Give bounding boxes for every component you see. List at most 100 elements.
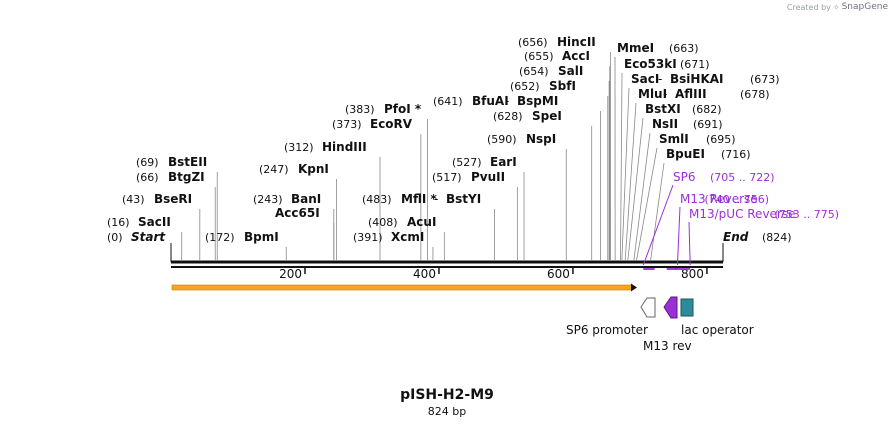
cut-site-enzyme[interactable]: SacI (631, 72, 659, 86)
sp6-promoter-feature[interactable] (640, 297, 656, 318)
start-label: Start (131, 230, 166, 244)
brand-prefix: Created by (786, 2, 831, 12)
cut-site-position: (671) (680, 58, 710, 71)
cut-site-position: (391) (353, 231, 383, 244)
cut-site-enzyme[interactable]: PfoI * (384, 102, 422, 116)
cut-site-position: (590) (487, 133, 517, 146)
lac-operator-label: lac operator (681, 323, 754, 337)
primer-range: (753 .. 775) (774, 208, 839, 221)
cut-site-position: (695) (706, 133, 736, 146)
start-position: (0) (107, 231, 123, 244)
cut-site-enzyme[interactable]: EarI (490, 155, 517, 169)
ruler-ticks: 200 400 600 800 (279, 266, 708, 281)
ruler-tick-label: 600 (547, 267, 570, 281)
cut-site-enzyme[interactable]: BseRI (154, 192, 192, 206)
cut-site-enzyme[interactable]: BstEII (168, 155, 207, 169)
cut-site-enzyme[interactable]: SalI (558, 64, 583, 78)
cut-site-line (621, 87, 630, 261)
cut-site-position: (641) (433, 95, 463, 108)
cut-site-position: (408) (368, 216, 398, 229)
cut-site-enzyme[interactable]: AccI (562, 49, 590, 63)
orf-arrow[interactable] (171, 283, 637, 292)
cut-site-position: (663) (669, 42, 699, 55)
cut-site-position: (654) (519, 65, 549, 78)
cut-site-enzyme[interactable]: BsiHKAI (670, 72, 724, 86)
cut-site-position: (691) (693, 118, 723, 131)
cut-site-position: (656) (518, 36, 548, 49)
cut-site-enzyme[interactable]: NsII (652, 117, 678, 131)
m13-rev-feature[interactable] (663, 296, 678, 319)
cut-site-position: (383) (345, 103, 375, 116)
cut-site-position: (652) (510, 80, 540, 93)
cut-site-enzyme[interactable]: Acc65I (275, 206, 320, 220)
cut-site-enzyme[interactable]: BfuAI (472, 94, 509, 108)
cut-site-position: (483) (362, 193, 392, 206)
cut-site-enzyme[interactable]: PvuII (471, 170, 505, 184)
cut-site-enzyme[interactable]: NspI (526, 132, 556, 146)
cut-site-position: (247) (259, 163, 289, 176)
primer-name[interactable]: M13/pUC Reverse (689, 207, 796, 221)
lac-operator-feature[interactable] (680, 298, 694, 317)
end-label: End (723, 230, 749, 244)
brand-name: SnapGene (841, 2, 888, 12)
cut-site-enzyme[interactable]: BspMI (517, 94, 558, 108)
cut-site-lines (181, 52, 665, 261)
cut-site-line (624, 102, 637, 261)
cut-site-enzyme[interactable]: SmlI (659, 132, 689, 146)
cut-site-enzyme[interactable]: HincII (557, 35, 596, 49)
cut-site-enzyme[interactable]: BpmI (244, 230, 279, 244)
cut-site-enzyme[interactable]: BpuEI (666, 147, 705, 161)
snapgene-brand: Created by ✧ SnapGene (787, 2, 888, 12)
primer-leader (642, 184, 674, 266)
cut-site-enzyme[interactable]: KpnI (298, 162, 329, 176)
primer-name[interactable]: M13 Reverse (680, 192, 758, 206)
cut-site-position: (628) (493, 110, 523, 123)
cut-site-enzyme[interactable]: SbfI (549, 79, 576, 93)
primer-leader (676, 206, 681, 266)
sp6-promoter-label: SP6 promoter (566, 323, 648, 337)
enzyme-separator: - (505, 94, 509, 108)
cut-site-labels: (16)SacII(43)BseRI(66)BtgZI(69)BstEII(17… (107, 35, 780, 244)
cut-site-position: (673) (750, 73, 780, 86)
cut-site-enzyme[interactable]: EcoRV (370, 117, 413, 131)
cut-site-enzyme[interactable]: BtgZI (168, 170, 205, 184)
cut-site-enzyme[interactable]: MmeI (617, 41, 654, 55)
cut-site-line (627, 117, 644, 261)
primer-name[interactable]: SP6 (673, 170, 696, 184)
cut-site-line (650, 162, 665, 261)
ruler-tick-label: 800 (681, 267, 704, 281)
cut-site-enzyme[interactable]: BstXI (645, 102, 681, 116)
cut-site-enzyme[interactable]: XcmI (391, 230, 424, 244)
cut-site-enzyme[interactable]: BstYI (446, 192, 481, 206)
cut-site-enzyme[interactable]: HindIII (322, 140, 367, 154)
cut-site-enzyme[interactable]: AflIII (675, 87, 707, 101)
cut-site-enzyme[interactable]: SacII (138, 215, 171, 229)
cut-site-position: (172) (205, 231, 235, 244)
cut-site-position: (517) (432, 171, 462, 184)
cut-site-enzyme[interactable]: SpeI (532, 109, 562, 123)
cut-site-position: (243) (253, 193, 283, 206)
snapgene-logo-icon: ✧ (832, 2, 840, 12)
cut-site-enzyme[interactable]: BanI (291, 192, 321, 206)
ruler-tick-label: 200 (279, 267, 302, 281)
ruler-tick-label: 400 (413, 267, 436, 281)
cut-site-position: (66) (136, 171, 159, 184)
primer-leader (688, 221, 691, 266)
cut-site-line (636, 147, 658, 261)
cut-site-position: (716) (721, 148, 751, 161)
cut-site-enzyme[interactable]: AcuI (407, 215, 436, 229)
cut-site-position: (655) (524, 50, 554, 63)
cut-site-enzyme[interactable]: Eco53kI (624, 57, 677, 71)
cut-site-position: (43) (122, 193, 145, 206)
cut-site-line (633, 132, 651, 261)
cut-site-position: (373) (332, 118, 362, 131)
cut-site-enzyme[interactable]: MluI (638, 87, 667, 101)
primer-range: (740 .. 756) (704, 193, 769, 206)
cut-site-enzyme[interactable]: MflI * (401, 192, 437, 206)
primer-range: (705 .. 722) (710, 171, 775, 184)
end-position: (824) (762, 231, 792, 244)
primer-annotations: SP6 (705 .. 722) M13 Reverse(740 .. 756)M1… (642, 170, 839, 270)
cut-site-position: (678) (740, 88, 770, 101)
plasmid-length: 824 bp (427, 405, 467, 418)
